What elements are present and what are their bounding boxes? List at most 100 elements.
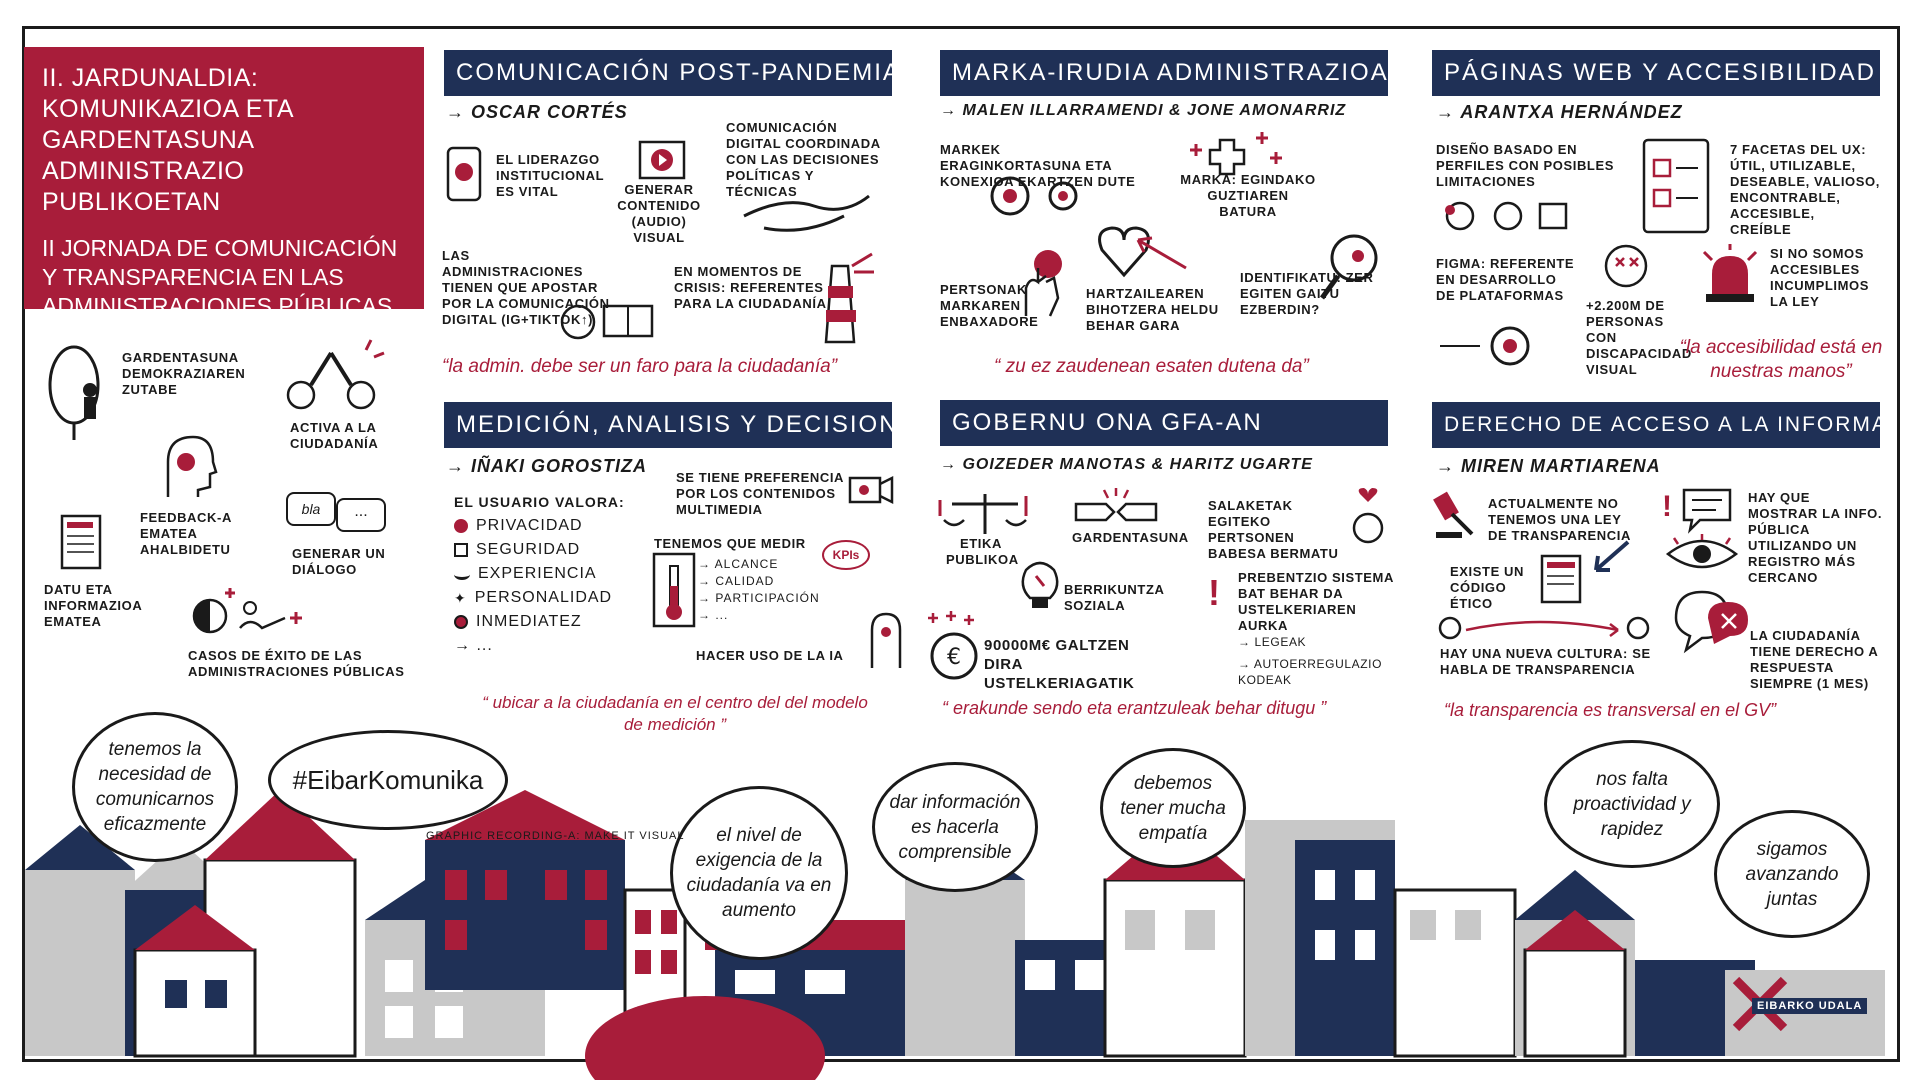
faces-icon: [1445, 201, 1568, 231]
speaker-s4: → IÑAKI GOROSTIZA: [446, 456, 647, 476]
note-s3-facetas: 7 FACETAS DEL UX: ÚTIL, UTILIZABLE, DESE…: [1730, 142, 1880, 237]
hashtag-bubble: #EibarKomunika: [268, 730, 508, 830]
measures-list: → ALCANCE → CALIDAD → PARTICIPACIÓN → ..…: [698, 556, 820, 624]
speaker-s1: → OSCAR CORTÉS: [446, 102, 628, 122]
padlock-icon: [454, 543, 468, 557]
note-s5-berrikuntza: BERRIKUNTZA SOZIALA: [1064, 582, 1164, 613]
person-x-icon: [1604, 244, 1648, 288]
note-casos: CASOS DE ÉXITO DE LAS ADMINISTRACIONES P…: [188, 648, 405, 679]
speech-bubble: dar información es hacerla comprensible: [872, 762, 1038, 892]
note-s5-gardentasuna: GARDENTASUNA: [1072, 530, 1189, 545]
note-s1-apostar: LAS ADMINISTRACIONES TIENEN QUE APOSTAR …: [442, 248, 610, 327]
note-s6-codigo: EXISTE UN CÓDIGO ÉTICO: [1450, 564, 1525, 611]
note-s5-etika: ETIKA PUBLIKOA: [946, 536, 1019, 567]
note-s4-ia: HACER USO DE LA IA: [696, 648, 844, 663]
section-header-comunicacion: Comunicación post-pandemia: [444, 50, 892, 96]
kpis-badge: KPIs: [822, 540, 870, 570]
hand-icon: [1024, 250, 1062, 317]
list-item: → ...: [698, 608, 729, 622]
graphic-recording-credit: GRAPHIC RECORDING-A: MAKE IT VISUAL: [426, 830, 685, 842]
exclamation-icon: !: [1662, 490, 1672, 523]
eye-icon: [1665, 534, 1739, 569]
plus-sign-icon: [1190, 132, 1282, 176]
thermometer-icon: [652, 552, 696, 628]
note-s5-legeak: → LEGEAK: [1238, 635, 1307, 649]
svg-text:€: €: [947, 645, 961, 670]
speech-bubble: debemos tener mucha empatía: [1100, 748, 1246, 868]
note-s5-kodeak: → AUTOERREGULAZIO KODEAK: [1238, 657, 1383, 687]
section-header-paginas: Páginas web y accesibilidad: [1432, 50, 1880, 96]
title-box: II. JARDUNALDIA: KOMUNIKAZIOA ETA GARDEN…: [24, 47, 424, 319]
screens-icon: [560, 304, 654, 340]
checklist-device-icon: [1642, 138, 1710, 234]
note-s2-marka: MARKA: EGINDAKO GUZTIAREN BATURA: [1180, 172, 1316, 219]
alarm-light-icon: [1702, 244, 1758, 302]
high-five-icon: [286, 339, 385, 410]
note-s6-ley: ACTUALMENTE NO TENEMOS UNA LEY DE TRANSP…: [1488, 496, 1631, 543]
note-s1-contenido: GENERAR CONTENIDO (AUDIO) VISUAL: [617, 182, 701, 245]
list-item: ✦PERSONALIDAD: [454, 586, 625, 610]
note-datu: DATU ETA INFORMAZIOA EMATEA: [44, 582, 142, 629]
user-values-list: EL USUARIO VALORA: PRIVACIDAD SEGURIDAD …: [454, 490, 625, 658]
lock-icon: [454, 519, 468, 533]
lightbulb-icon: [1021, 561, 1059, 608]
lighthouse-icon: [824, 252, 874, 344]
note-s4-preferencia: SE TIENE PREFERENCIA POR LOS CONTENIDOS …: [676, 470, 844, 517]
star-icon: ✦: [454, 590, 467, 606]
list-item: → PARTICIPACIÓN: [698, 591, 820, 605]
gears-icon: [990, 176, 1078, 216]
list-item: → ...: [454, 637, 493, 654]
quote-s1: “la admin. debe ser un faro para la ciud…: [442, 356, 838, 377]
note-s5-salaketak: SALAKETAK EGITEKO PERTSONEN BABESA BERMA…: [1208, 498, 1339, 561]
quote-s2: “ zu ez zaudenean esaten dutena da”: [994, 356, 1309, 377]
quote-s3: “la accesibilidad está en nuestras manos…: [1679, 337, 1883, 382]
note-s6-derecho: LA CIUDADANÍA TIENE DERECHO A RESPUESTA …: [1750, 628, 1878, 691]
speaker-s5: → GOIZEDER MANOTAS & HARITZ UGARTE: [940, 456, 1313, 473]
note-s2-hartzailea: HARTZAILEAREN BIHOTZERA HELDU BEHAR GARA: [1086, 286, 1219, 333]
note-activa: ACTIVA A LA CIUDADANÍA: [290, 420, 379, 451]
note-s3-personas: +2.200M DE PERSONAS CON DISCAPACIDAD VIS…: [1586, 298, 1692, 377]
list-item: SEGURIDAD: [454, 538, 625, 562]
note-s3-diseno: DISEÑO BASADO EN PERFILES CON POSIBLES L…: [1436, 142, 1615, 189]
note-s3-figma: FIGMA: REFERENTE EN DESARROLLO DE PLATAF…: [1436, 256, 1575, 303]
note-gardentasuna: GARDENTASUNA DEMOKRAZIAREN ZUTABE: [122, 350, 246, 397]
note-s2-identifikatu: IDENTIFIKATU: ZER EGITEN GAITU EZBERDIN?: [1240, 270, 1374, 317]
note-s6-cultura: HAY UNA NUEVA CULTURA: SE HABLA DE TRANS…: [1440, 646, 1651, 677]
note-s6-mostrar: HAY QUE MOSTRAR LA INFO. PÚBLICA UTILIZA…: [1748, 490, 1883, 585]
quote-s4: “ ubicar a la ciudadanía en el centro de…: [482, 693, 868, 734]
exclamation-icon: !: [1208, 572, 1220, 613]
gavel-icon: [1433, 491, 1474, 538]
speech-bubble: el nivel de exigencia de la ciudadanía v…: [670, 786, 848, 960]
eye-gear-icon: [1440, 326, 1530, 366]
video-play-icon: [638, 140, 686, 180]
speaker-s2: → MALEN ILLARRAMENDI & JONE AMONARRIZ: [940, 102, 1347, 119]
note-s5-prebentzio: PREBENTZIO SISTEMA BAT BEHAR DA USTELKER…: [1238, 570, 1394, 633]
note-s5-galtzen: 90000M€ GALTZEN DIRA USTELKERIAGATIK: [984, 637, 1135, 692]
section-header-marka: Marka-irudia administrazioan: [940, 50, 1388, 96]
speech-bla-icon: bla: [286, 492, 336, 526]
list-item: PRIVACIDAD: [454, 514, 625, 538]
note-s4-medir: TENEMOS QUE MEDIR: [654, 536, 806, 551]
speaker-s3: → ARANTXA HERNÁNDEZ: [1436, 102, 1683, 122]
clock-icon: [454, 615, 468, 629]
list-item: → CALIDAD: [698, 574, 775, 588]
list-title: EL USUARIO VALORA:: [454, 494, 625, 510]
people-culture-icon: [1438, 616, 1650, 640]
code-document-icon: [1540, 554, 1582, 604]
speech-bubble: nos falta proactividad y rapidez: [1544, 740, 1720, 868]
phone-icon: [446, 146, 482, 202]
handshake-icon: [743, 194, 870, 232]
wave-icon: [454, 569, 470, 580]
speech-bubbles-icon: [1674, 590, 1748, 654]
speech-bubble: tenemos la necesidad de comunicarnos efi…: [72, 712, 238, 862]
success-faces-icon: [192, 588, 302, 634]
robot-hand-icon: [870, 612, 902, 668]
section-header-derecho: Derecho de acceso a la información: [1432, 402, 1880, 448]
camera-icon: [848, 475, 894, 505]
eibarko-udala-logo: EIBARKO UDALA: [1752, 998, 1868, 1014]
list-item: INMEDIATEZ: [454, 610, 625, 634]
note-s1-coordinada: COMUNICACIÓN DIGITAL COORDINADA CON LAS …: [726, 120, 881, 199]
speech-dots-icon: ...: [336, 498, 386, 532]
note-s2-pertsonak: PERTSONAK MARKAREN ENBAXADORE: [940, 282, 1039, 329]
note-feedback: FEEDBACK-A EMATEA AHALBIDETU: [140, 510, 232, 557]
